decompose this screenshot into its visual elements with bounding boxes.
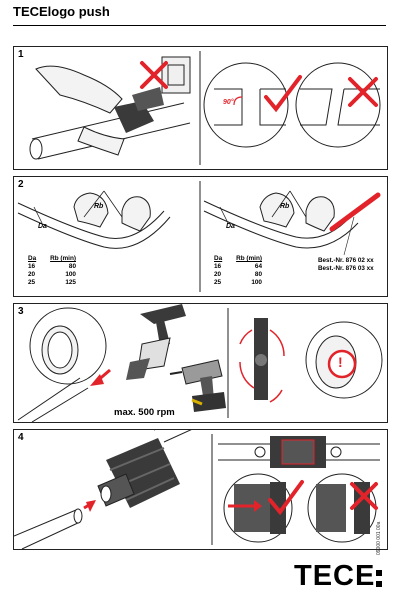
bend-radius-label: Rb (280, 203, 290, 210)
table-header: Da (214, 255, 223, 262)
table-cell: 64 (254, 263, 262, 270)
logo-square-icon (376, 581, 382, 587)
document-code: 09000 001 00a (376, 521, 382, 555)
table-cell: 100 (251, 279, 262, 286)
table-cell: 80 (254, 271, 262, 278)
step-number: 2 (18, 179, 24, 190)
max-speed-label: max. 500 rpm (114, 407, 175, 418)
angle-label: 90° (223, 99, 234, 106)
step-3-panel: 3 ! max. 500 rpm (13, 303, 388, 423)
step-number: 3 (18, 306, 24, 317)
step-2-panel: 2 Da Rb Da Rb Da Rb (min) 16 80 20 100 25 12… (13, 176, 388, 297)
outer-diameter-label: Da (226, 223, 235, 230)
table-cell: 25 (214, 279, 222, 286)
bend-radius-table-left: Da Rb (min) 16 80 20 100 25 125 (28, 255, 76, 287)
table-header: Rb (min) (50, 255, 76, 262)
table-cell: 20 (214, 271, 222, 278)
logo-square-icon (376, 570, 382, 576)
outer-diameter-label: Da (38, 223, 47, 230)
tece-logo: TECE (294, 560, 376, 592)
step-2-illustration (17, 181, 381, 292)
table-cell: 16 (28, 263, 36, 270)
order-number: Best.-Nr. 876 02 xx (318, 257, 374, 264)
step-3-illustration (17, 304, 383, 422)
bend-radius-label: Rb (94, 203, 104, 210)
table-header: Rb (min) (236, 255, 262, 262)
page-title: TECElogo push (13, 4, 110, 19)
warning-symbol: ! (338, 354, 343, 370)
step-1-panel: 1 90° (13, 46, 388, 170)
step-4-illustration (14, 430, 380, 549)
order-number: Best.-Nr. 876 03 xx (318, 265, 374, 272)
table-cell: 25 (28, 279, 36, 286)
step-1-illustration (29, 51, 381, 165)
table-cell: 100 (65, 271, 76, 278)
table-cell: 16 (214, 263, 222, 270)
title-divider (13, 25, 386, 26)
step-number: 4 (18, 432, 24, 443)
step-number: 1 (18, 49, 24, 60)
table-cell: 125 (65, 279, 76, 286)
step-4-panel: 4 (13, 429, 388, 550)
table-cell: 80 (68, 263, 76, 270)
table-header: Da (28, 255, 37, 262)
table-cell: 20 (28, 271, 36, 278)
bend-radius-table-right: Da Rb (min) 16 64 20 80 25 100 (214, 255, 262, 287)
